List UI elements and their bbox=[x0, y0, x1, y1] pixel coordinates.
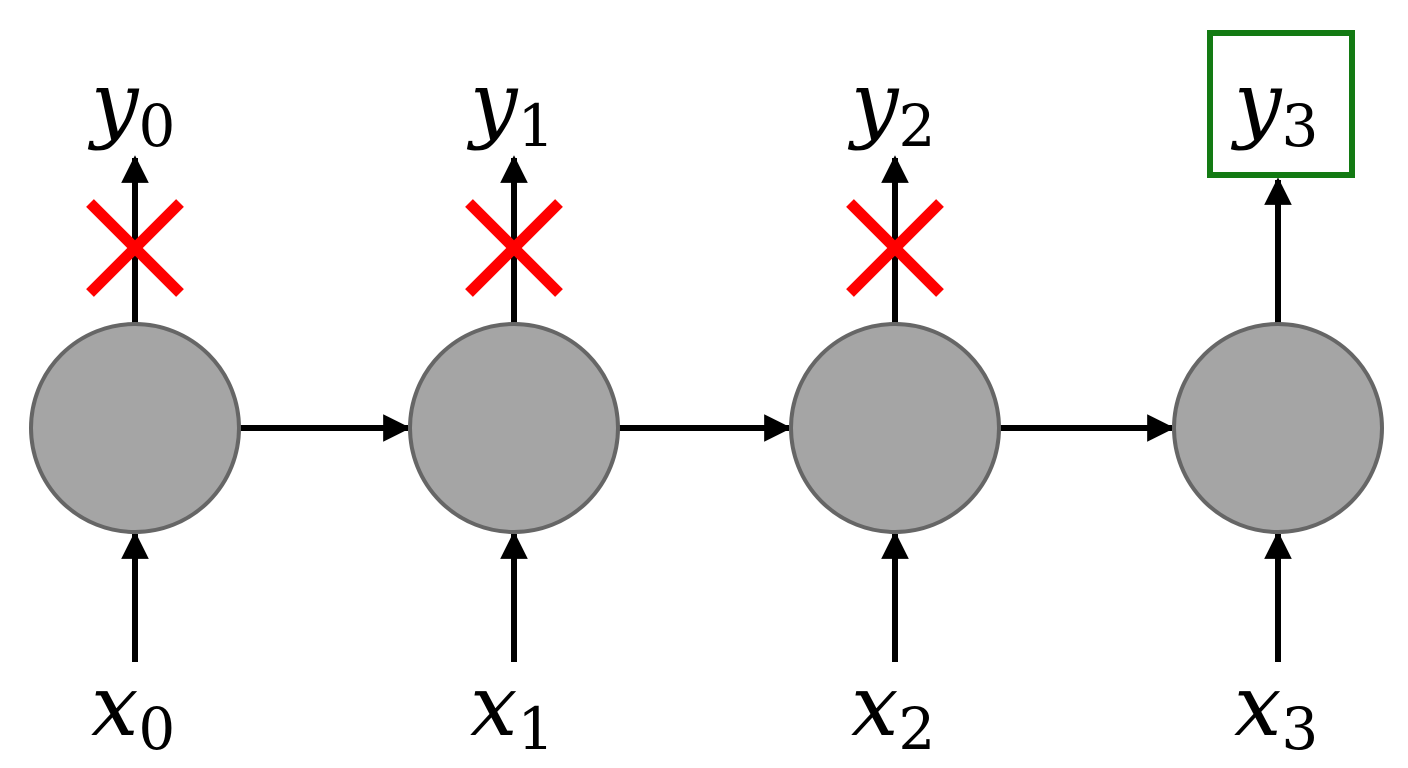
output-label-0: y0 bbox=[87, 54, 175, 160]
rnn-cell-3 bbox=[1172, 322, 1384, 534]
input-label-3: x3 bbox=[1234, 657, 1318, 763]
rnn-cell-2 bbox=[789, 322, 1001, 534]
timestep-2: x2 y2 bbox=[789, 54, 1001, 763]
input-label-2: x2 bbox=[851, 657, 935, 763]
input-label-0: x0 bbox=[91, 657, 175, 763]
output-label-2: y2 bbox=[847, 54, 935, 160]
timestep-0: x0 y0 bbox=[29, 54, 241, 763]
cross-icon bbox=[86, 199, 184, 297]
output-label-3: y3 bbox=[1230, 54, 1318, 160]
rnn-cell-0 bbox=[29, 322, 241, 534]
selected-output-box bbox=[1207, 30, 1355, 178]
cross-icon bbox=[465, 199, 563, 297]
output-label-1: y1 bbox=[466, 54, 554, 160]
timestep-1: x1 y1 bbox=[408, 54, 620, 763]
rnn-cell-1 bbox=[408, 322, 620, 534]
cross-icon bbox=[846, 199, 944, 297]
timestep-3: x3 y3 bbox=[1172, 30, 1384, 763]
input-label-1: x1 bbox=[470, 657, 554, 763]
